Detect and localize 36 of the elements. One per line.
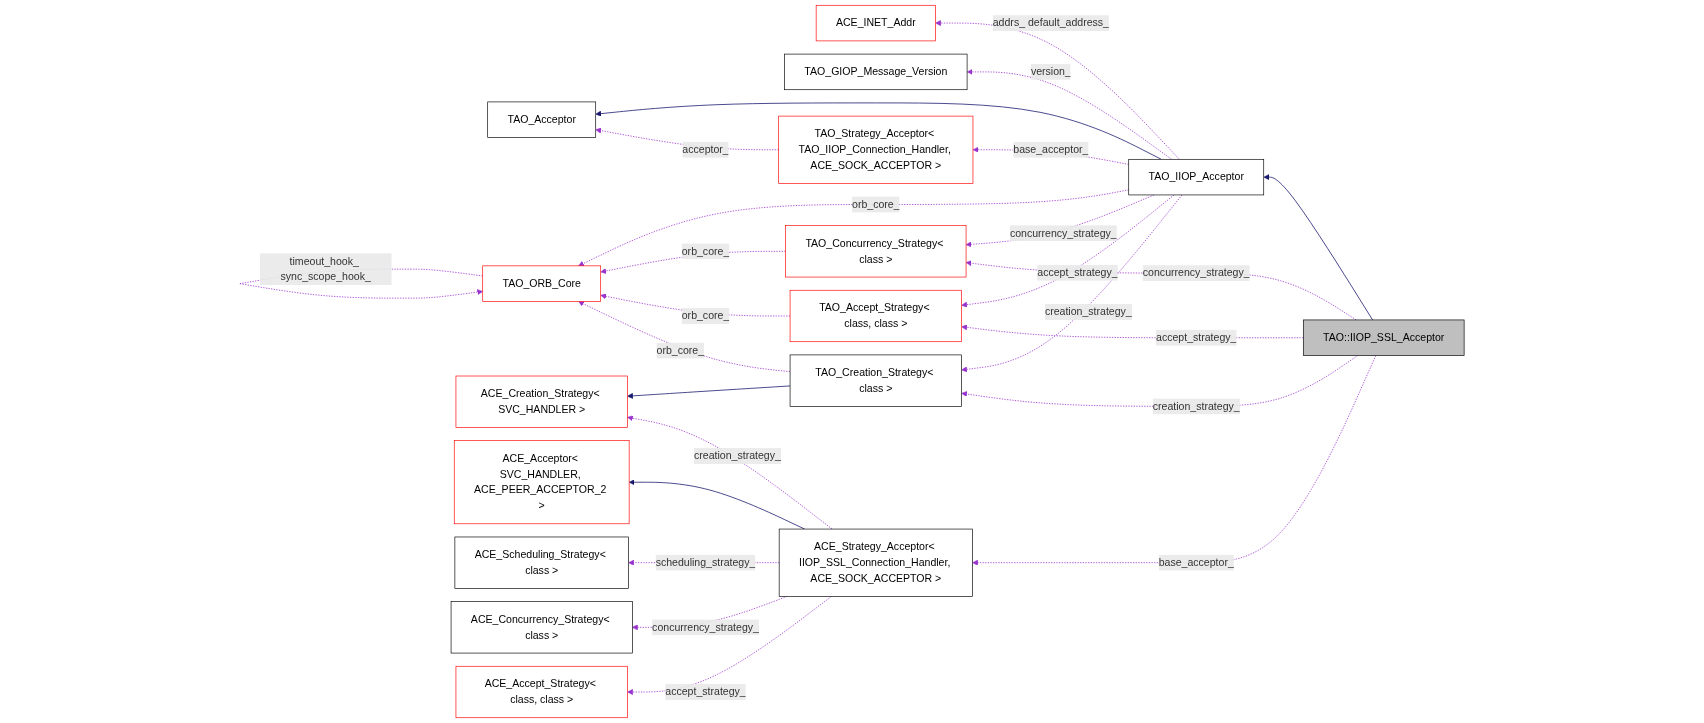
node-box: ACE_Strategy_Acceptor< IIOP_SSL_Connection_Handler, ACE_SOCK_ACCEPTOR > <box>778 528 973 597</box>
edge-label: accept_strategy_ <box>665 686 746 698</box>
node-box: ACE_Scheduling_Strategy< class > <box>454 536 629 589</box>
edge-label: orb_core_ <box>656 344 705 356</box>
node-box: TAO_ORB_Core <box>482 265 602 302</box>
edge-label: base_acceptor_ <box>1013 143 1089 156</box>
node-box: ACE_INET_Addr <box>815 4 936 42</box>
edge-label: orb_core_ <box>681 245 730 257</box>
node-box: TAO_Concurrency_Strategy< class > <box>785 225 967 278</box>
edge-label: creation_strategy_ <box>1044 306 1132 318</box>
edge-label: creation_strategy_ <box>1152 400 1240 412</box>
node-box: ACE_Concurrency_Strategy< class > <box>450 601 633 654</box>
node-box: TAO_Creation_Strategy< class > <box>789 354 962 407</box>
edge-label: addrs_ default_address_ <box>992 17 1109 29</box>
node-box: TAO::IIOP_SSL_Acceptor <box>1303 319 1465 356</box>
node-box: ACE_Acceptor< SVC_HANDLER, ACE_PEER_ACCEPTOR_2 > <box>453 440 630 525</box>
edge-label: concurrency_strategy_ <box>1142 267 1250 279</box>
edge-label: acceptor_ <box>682 143 729 156</box>
node-box: TAO_Strategy_Acceptor< TAO_IIOP_Connection_Handler, ACE_SOCK_ACCEPTOR > <box>778 115 974 184</box>
edge-label: creation_strategy_ <box>694 450 781 462</box>
node-box: TAO_IIOP_Acceptor <box>1128 159 1265 196</box>
edge-label: timeout_hook_ sync_scope_hook_ <box>280 255 371 283</box>
edge-label: concurrency_strategy_ <box>652 621 759 633</box>
node-box: TAO_Accept_Strategy< class, class > <box>789 289 962 343</box>
node-box: ACE_Accept_Strategy< class, class > <box>455 665 628 719</box>
node-box: TAO_Acceptor <box>487 101 597 138</box>
node-box: ACE_Creation_Strategy< SVC_HANDLER > <box>455 375 628 428</box>
edge-label: version_ <box>1030 65 1071 78</box>
edge-label: accept_strategy_ <box>1037 266 1118 279</box>
edge-label: base_acceptor_ <box>1158 556 1234 568</box>
edge-label: concurrency_strategy_ <box>1009 227 1117 239</box>
edge-label: scheduling_strategy_ <box>655 556 756 568</box>
edge-label: orb_core_ <box>852 198 900 210</box>
edge-label: orb_core_ <box>681 310 730 322</box>
node-box: TAO_GIOP_Message_Version <box>784 53 968 91</box>
edge-label: accept_strategy_ <box>1156 331 1237 344</box>
